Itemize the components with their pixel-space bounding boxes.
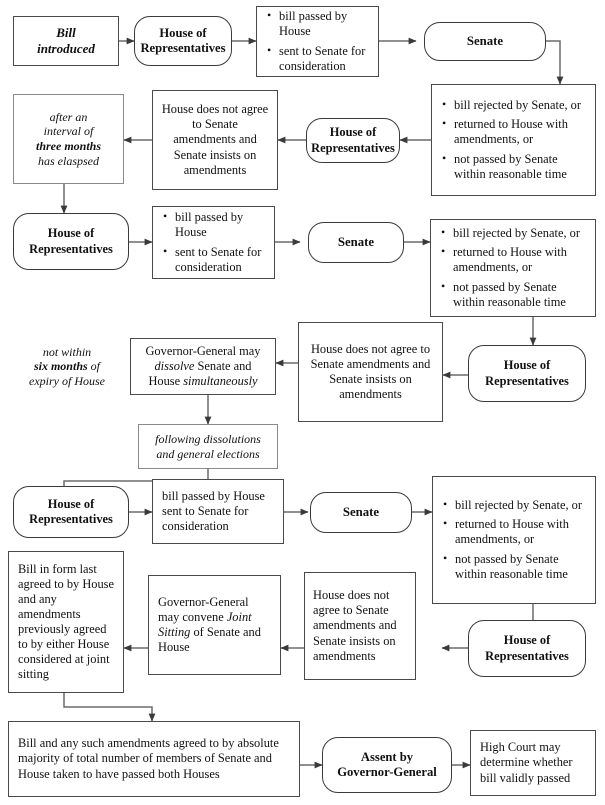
hor3-line2: Representatives <box>29 241 113 256</box>
node-bill-passed-1[interactable]: bill passed by House sent to Senate for … <box>256 6 379 77</box>
dissolve-text: Governor-General may dissolve Senate and… <box>139 344 267 389</box>
node-house-of-representatives-1[interactable]: House of Representatives <box>134 16 232 66</box>
senate-rejection-1-list: bill rejected by Senate, or returned to … <box>441 97 586 182</box>
hor2-line2: Representatives <box>311 140 395 155</box>
bill-passed-3-text: bill passed by House sent to Senate for … <box>162 488 265 534</box>
joint-sitting-post: of Senate and House <box>158 625 261 655</box>
assent-line2: Governor-General <box>337 765 437 779</box>
node-bill-passed-3[interactable]: bill passed by House sent to Senate for … <box>152 479 284 544</box>
node-three-month-interval[interactable]: after an interval of three months has el… <box>13 94 124 184</box>
joint-sitting-em: Joint Sitting <box>158 609 252 639</box>
node-absolute-majority[interactable]: Bill and any such amendments agreed to b… <box>8 721 300 797</box>
joint-sitting-text: Governor-General may convene Joint Sitti… <box>158 595 271 656</box>
hor6-line1: House of <box>503 633 551 648</box>
edge-senate1-to-reject1 <box>546 40 564 85</box>
bill-passed-2-bullet-1: bill passed by House <box>162 209 265 240</box>
senate-rejection-3-list: bill rejected by Senate, or returned to … <box>442 497 586 582</box>
node-bill-in-form-last-agreed[interactable]: Bill in form last agreed to by House and… <box>8 551 124 693</box>
node-six-months-note: not within six months of expiry of House <box>10 338 124 395</box>
hor6-line2: Representatives <box>485 648 569 663</box>
dissolve-mid: Senate and House <box>148 358 252 389</box>
house-disagrees-3-text: House does not agree to Senate amendment… <box>313 588 397 663</box>
senate-rejection-2-bullet-1: bill rejected by Senate, or <box>440 225 586 241</box>
bill-passed-1-bullet-2: sent to Senate for consideration <box>266 42 369 74</box>
dissolve-pre: Governor-General may <box>145 343 261 358</box>
node-house-disagrees-2[interactable]: House does not agree to Senate amendment… <box>298 322 443 422</box>
node-senate-rejection-1[interactable]: bill rejected by Senate, or returned to … <box>431 84 596 196</box>
hor4-line2: Representatives <box>485 373 569 388</box>
hor3-line1: House of <box>47 226 95 241</box>
senate-rejection-2-bullet-3: not passed by Senate within reasonable t… <box>440 279 586 310</box>
senate-2-label: Senate <box>337 234 375 249</box>
bill-passed-1-list: bill passed by House sent to Senate for … <box>266 8 369 74</box>
node-bill-introduced[interactable]: Bill introduced <box>13 16 119 66</box>
hor2-line1: House of <box>329 125 377 140</box>
node-senate-3[interactable]: Senate <box>310 492 412 533</box>
assent-line1: Assent by <box>360 749 414 764</box>
bill-passed-2-list: bill passed by House sent to Senate for … <box>162 209 265 275</box>
senate-rejection-2-list: bill rejected by Senate, or returned to … <box>440 225 586 310</box>
node-house-disagrees-1[interactable]: House does not agree to Senate amendment… <box>152 90 278 190</box>
hor5-line1: House of <box>47 496 95 511</box>
node-house-of-representatives-4[interactable]: House of Representatives <box>468 345 586 402</box>
six-months-line2-wrap: six months of <box>34 359 100 374</box>
senate-rejection-3-bullet-1: bill rejected by Senate, or <box>442 497 586 513</box>
six-months-line2b: of <box>87 359 101 374</box>
edge-billform-to-absmaj <box>63 693 156 722</box>
hor4-line1: House of <box>503 358 551 373</box>
six-months-line3: expiry of House <box>29 373 105 388</box>
node-high-court[interactable]: High Court may determine whether bill va… <box>470 730 596 796</box>
bill-passed-2-bullet-2: sent to Senate for consideration <box>162 243 265 275</box>
senate-rejection-3-bullet-2: returned to House with amendments, or <box>442 516 586 547</box>
node-senate-rejection-2[interactable]: bill rejected by Senate, or returned to … <box>430 219 596 317</box>
high-court-text: High Court may determine whether bill va… <box>480 740 573 785</box>
house-disagrees-2-text: House does not agree to Senate amendment… <box>310 341 431 402</box>
node-assent-governor-general[interactable]: Assent by Governor-General <box>322 737 452 793</box>
node-bill-passed-2[interactable]: bill passed by House sent to Senate for … <box>152 206 275 279</box>
hor1-line2: Representatives <box>140 41 226 55</box>
node-senate-rejection-3[interactable]: bill rejected by Senate, or returned to … <box>432 476 596 604</box>
senate-rejection-1-bullet-3: not passed by Senate within reasonable t… <box>441 151 586 182</box>
interval-line2: interval of <box>43 124 94 139</box>
bill-in-form-last-text: Bill in form last agreed to by House and… <box>18 561 114 682</box>
node-house-of-representatives-3[interactable]: House of Representatives <box>13 213 129 270</box>
node-house-disagrees-3[interactable]: House does not agree to Senate amendment… <box>304 572 416 680</box>
node-house-of-representatives-5[interactable]: House of Representatives <box>13 486 129 538</box>
node-following-dissolutions[interactable]: following dissolutions and general elect… <box>138 424 278 469</box>
hor1-line1: House of <box>159 25 207 40</box>
dissolve-em1: dissolve <box>154 358 195 373</box>
senate-rejection-2-bullet-2: returned to House with amendments, or <box>440 244 586 275</box>
node-joint-sitting[interactable]: Governor-General may convene Joint Sitti… <box>148 575 281 675</box>
dissolve-em2: simultaneously <box>183 374 258 389</box>
senate-rejection-1-bullet-2: returned to House with amendments, or <box>441 116 586 147</box>
interval-line1: after an <box>49 109 88 124</box>
interval-line4: has elaspsed <box>38 153 99 168</box>
interval-line3: three months <box>35 139 101 153</box>
senate-3-label: Senate <box>342 504 380 519</box>
following-line1: following dissolutions <box>155 431 261 446</box>
hor5-line2: Representatives <box>29 512 113 526</box>
node-senate-2[interactable]: Senate <box>308 222 404 263</box>
node-senate-1[interactable]: Senate <box>424 22 546 61</box>
bill-introduced-line1: Bill <box>56 25 76 41</box>
senate-rejection-1-bullet-1: bill rejected by Senate, or <box>441 97 586 113</box>
six-months-line1: not within <box>42 344 92 359</box>
senate-rejection-3-bullet-3: not passed by Senate within reasonable t… <box>442 551 586 582</box>
following-line2: and general elections <box>156 446 260 461</box>
node-house-of-representatives-6[interactable]: House of Representatives <box>468 620 586 677</box>
node-dissolve-both-houses[interactable]: Governor-General may dissolve Senate and… <box>130 338 276 395</box>
joint-sitting-pre: Governor-General may convene <box>158 594 249 624</box>
senate-1-label: Senate <box>466 33 504 48</box>
absolute-majority-text: Bill and any such amendments agreed to b… <box>18 736 279 781</box>
house-disagrees-1-text: House does not agree to Senate amendment… <box>161 102 269 177</box>
node-house-of-representatives-2[interactable]: House of Representatives <box>306 118 400 163</box>
bill-introduced-line2: introduced <box>37 41 95 56</box>
six-months-emph: six months <box>33 359 88 374</box>
bill-passed-1-bullet-1: bill passed by House <box>266 8 369 39</box>
